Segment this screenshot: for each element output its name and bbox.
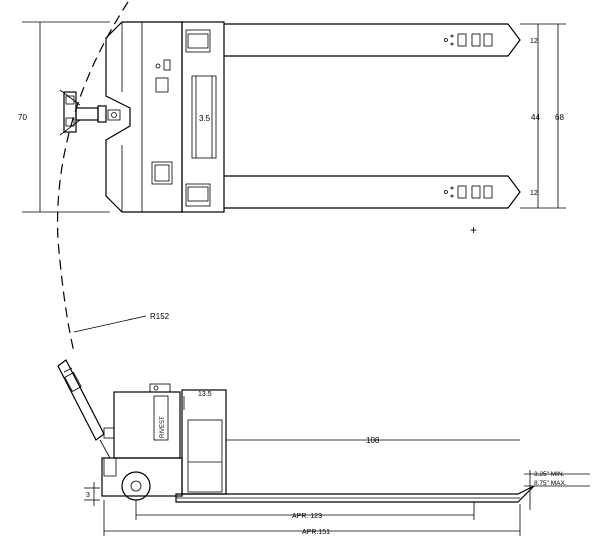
fork-height-max-label: 8.75" MAX. bbox=[534, 480, 567, 487]
fork-height-min-label: 3.25" MIN. bbox=[534, 471, 565, 478]
chassis-top bbox=[105, 21, 183, 213]
dim-68-label: 68 bbox=[555, 113, 564, 122]
control-panel bbox=[151, 161, 173, 185]
dim-12-top-label: 12 bbox=[530, 38, 538, 45]
fork-lower: 12 bbox=[224, 175, 538, 209]
dim-123-label: APR. 123 bbox=[292, 513, 322, 520]
center-mark: + bbox=[470, 223, 477, 237]
dim-108-label: 108 bbox=[366, 436, 380, 445]
dimension-lowered-height: 3 bbox=[84, 482, 100, 506]
dim-3-label: 3 bbox=[86, 492, 90, 499]
dimension-wheelbase: APR. 123 bbox=[135, 500, 475, 520]
dim-70-label: 70 bbox=[18, 113, 27, 122]
tiller-handle-top bbox=[59, 89, 121, 136]
key-switch-icon bbox=[155, 63, 161, 69]
battery-indicator-icon bbox=[155, 77, 169, 93]
fork-height-callout: 3.25" MIN. 8.75" MAX. bbox=[524, 470, 590, 510]
dim-13.5-label: 13.5 bbox=[198, 391, 212, 398]
top-view: 70 bbox=[18, 21, 566, 237]
brand-label: RIVEST bbox=[160, 416, 166, 438]
side-view: RIVEST 13.5 108 3.25" MIN. 8 bbox=[57, 359, 590, 536]
dimension-overall-length: 70 bbox=[18, 21, 110, 213]
radius-label: R152 bbox=[150, 312, 170, 321]
tiller-arm-side bbox=[57, 359, 115, 459]
dim-151-label: APR.151 bbox=[302, 529, 330, 536]
indicator-icon bbox=[163, 59, 171, 71]
truck-body-side: RIVEST bbox=[101, 383, 183, 497]
load-backrest-top: 3.5 bbox=[181, 21, 225, 213]
dim-3.5-label: 3.5 bbox=[199, 114, 211, 123]
fork-roller-icon bbox=[444, 38, 448, 42]
dimension-width: 44 68 bbox=[520, 23, 566, 209]
load-backrest-side: 13.5 bbox=[181, 389, 227, 495]
brand-panel bbox=[153, 395, 169, 441]
dimension-overall-side: APR.151 bbox=[103, 500, 521, 536]
fork-upper: 12 bbox=[224, 23, 538, 57]
turning-radius: R152 bbox=[56, 1, 170, 353]
dim-12-bottom-label: 12 bbox=[530, 190, 538, 197]
dim-44-label: 44 bbox=[531, 113, 540, 122]
fork-side: 108 bbox=[175, 436, 535, 503]
